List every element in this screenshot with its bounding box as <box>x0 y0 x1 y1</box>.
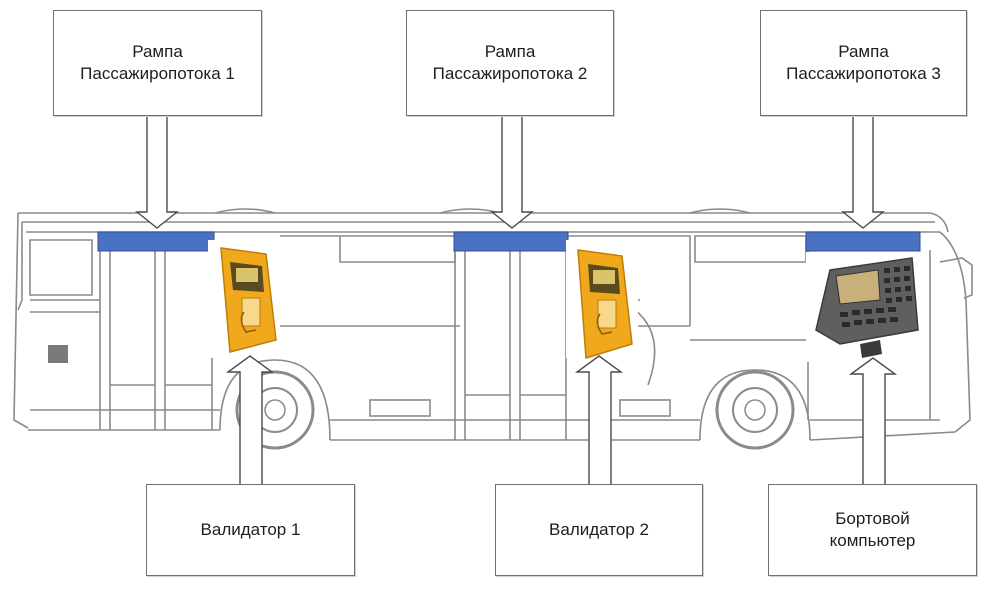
callout-ramp-1: Рампа Пассажиропотока 1 <box>53 10 262 116</box>
sensor-ramp-1-icon <box>97 231 215 252</box>
callout-ramp-1-line2: Пассажиропотока 1 <box>80 64 235 83</box>
callout-ramp-2-line2: Пассажиропотока 2 <box>432 64 588 83</box>
callout-validator-2: Валидатор 2 <box>495 484 703 576</box>
validator-2-icon <box>566 240 638 359</box>
callout-ramp-3-line2: Пассажиропотока 3 <box>786 64 941 83</box>
front-wheel <box>715 370 795 450</box>
callout-onboard-computer-line1: Бортовой <box>835 509 910 528</box>
callout-validator-2-line1: Валидатор 2 <box>549 520 649 539</box>
sensor-ramp-3-icon <box>805 231 921 252</box>
callout-ramp-2-line1: Рампа <box>484 42 536 61</box>
callout-onboard-computer: Бортовой компьютер <box>768 484 977 576</box>
callout-validator-1: Валидатор 1 <box>146 484 355 576</box>
callout-ramp-1-line1: Рампа <box>132 42 183 61</box>
onboard-computer-icon <box>806 252 924 362</box>
callout-validator-1-line1: Валидатор 1 <box>200 520 301 539</box>
validator-1-icon <box>208 240 280 358</box>
sensor-ramp-2-icon <box>453 231 569 252</box>
callout-ramp-3-line1: Рампа <box>838 42 889 61</box>
callout-ramp-2: Рампа Пассажиропотока 2 <box>406 10 614 116</box>
arrow-onboard-computer <box>848 357 898 486</box>
callout-onboard-computer-line2: компьютер <box>829 531 916 550</box>
arrow-ramp-2 <box>490 116 534 229</box>
arrow-validator-2 <box>574 355 624 486</box>
arrow-validator-1 <box>225 355 275 486</box>
callout-ramp-3: Рампа Пассажиропотока 3 <box>760 10 967 116</box>
arrow-ramp-3 <box>841 116 885 229</box>
arrow-ramp-1 <box>135 116 179 229</box>
